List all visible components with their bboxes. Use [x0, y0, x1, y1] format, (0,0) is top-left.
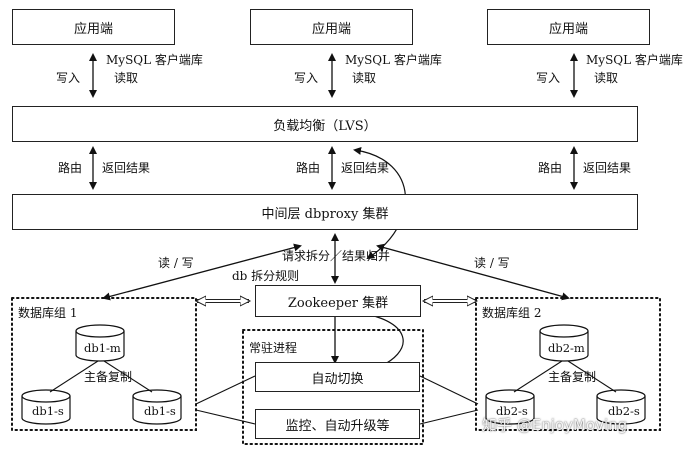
client-lib-center: MySQL 客户端库: [345, 53, 442, 67]
route-right: 路由: [538, 161, 563, 175]
return-left: 返回结果: [102, 161, 151, 175]
db1-master-cylinder: [75, 324, 125, 362]
db-split-rule-label: db 拆分规则: [232, 269, 300, 283]
rw-left-arrow: [102, 243, 302, 301]
db1-replication-label: 主备复制: [84, 370, 133, 384]
read-right: 读取: [594, 71, 619, 85]
app-box-right: 应用端: [487, 9, 650, 45]
rw-right-label: 读 / 写: [474, 256, 510, 270]
daemon-group-frame: [242, 329, 424, 445]
write-left: 写入: [56, 71, 81, 85]
db-group-1-frame: [11, 297, 197, 431]
split-merge-label: 请求拆分／结果归并: [282, 249, 391, 263]
rw-left-label: 读 / 写: [158, 256, 194, 270]
app-box-center: 应用端: [250, 9, 413, 45]
db2-repl-line-right: [567, 360, 617, 393]
db2-slave-left-label: db2-s: [496, 404, 528, 418]
db-group-2-title: 数据库组 2: [482, 306, 542, 320]
auto-switch-box: 自动切换: [255, 362, 420, 392]
lvs-box: 负载均衡（LVS）: [12, 106, 638, 142]
client-lib-left: MySQL 客户端库: [106, 53, 203, 67]
db2-master-cylinder: [539, 324, 589, 362]
zookeeper-title: Zookeeper 集群: [287, 295, 389, 311]
dbproxy-box: 中间层 dbproxy 集群: [12, 194, 638, 230]
return-center: 返回结果: [341, 161, 390, 175]
db1-slave-right-cylinder: [132, 389, 182, 425]
daemon-group-title: 常驻进程: [249, 341, 298, 355]
app-box-left-title: 应用端: [73, 21, 113, 37]
db2-slave-left-cylinder: [485, 389, 535, 425]
db1-repl-line-left: [49, 360, 99, 393]
db1-slave-left-label: db1-s: [32, 404, 64, 418]
app-box-center-title: 应用端: [311, 21, 351, 37]
route-center: 路由: [296, 161, 321, 175]
read-center: 读取: [352, 71, 377, 85]
lvs-title: 负载均衡（LVS）: [273, 118, 377, 134]
db1-slave-left-cylinder: [21, 389, 71, 425]
app-box-right-title: 应用端: [548, 21, 588, 37]
route-left: 路由: [58, 161, 83, 175]
monitor-db1-line: [195, 409, 256, 425]
db-group-2-frame: [475, 297, 661, 431]
return-right: 返回结果: [583, 161, 632, 175]
app-box-left: 应用端: [12, 9, 175, 45]
db1-master-label: db1-m: [84, 341, 121, 355]
db-group-1-title: 数据库组 1: [18, 306, 78, 320]
write-right: 写入: [536, 71, 561, 85]
db2-slave-right-label: db2-s: [608, 404, 640, 418]
db2-repl-line-left: [513, 360, 563, 393]
db2-replication-label: 主备复制: [548, 370, 597, 384]
watermark: 知乎 @EnjoyMoving: [482, 416, 628, 434]
write-center: 写入: [294, 71, 319, 85]
dbproxy-title: 中间层 dbproxy 集群: [261, 206, 389, 222]
db2-slave-right-cylinder: [596, 389, 646, 425]
read-left: 读取: [114, 71, 139, 85]
switch-db2-line: [419, 375, 479, 405]
zookeeper-box: Zookeeper 集群: [255, 285, 421, 317]
db1-slave-right-label: db1-s: [144, 404, 176, 418]
rw-right-arrow: [376, 243, 570, 301]
auto-switch-label: 自动切换: [311, 371, 364, 387]
db1-repl-line-right: [103, 360, 153, 393]
client-lib-right: MySQL 客户端库: [586, 53, 683, 67]
monitor-db2-line: [419, 409, 479, 425]
monitor-label: 监控、自动升级等: [285, 418, 390, 434]
db2-master-label: db2-m: [548, 341, 585, 355]
switch-db1-line: [195, 375, 256, 405]
monitor-box: 监控、自动升级等: [255, 409, 420, 439]
